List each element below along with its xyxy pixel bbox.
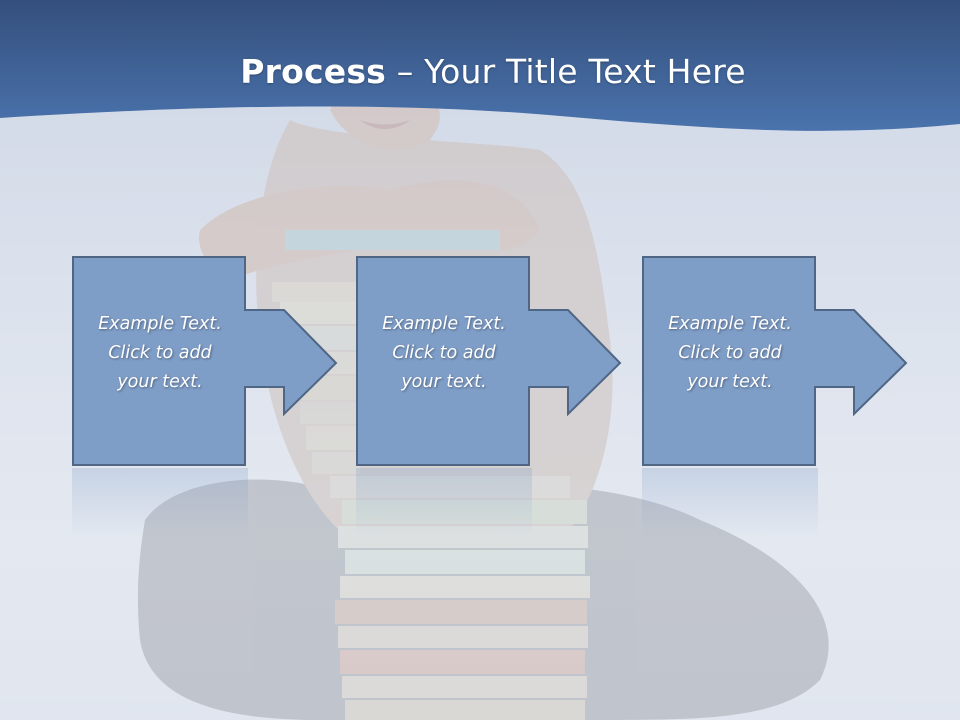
- step-3-reflection: [642, 468, 818, 538]
- step-2-reflection: [356, 468, 532, 538]
- step-line: your text.: [687, 372, 773, 392]
- title-bold-part: Process: [240, 52, 387, 91]
- step-line: Click to add: [392, 343, 496, 363]
- step-line: Example Text.: [98, 314, 222, 334]
- step-line: your text.: [401, 372, 487, 392]
- arrow-box-shape: [642, 256, 908, 466]
- step-line: Click to add: [678, 343, 782, 363]
- step-line: Click to add: [108, 343, 212, 363]
- step-1-reflection: [72, 468, 248, 538]
- process-step-3[interactable]: Example Text. Click to add your text.: [642, 256, 908, 466]
- step-line: Example Text.: [382, 314, 506, 334]
- step-line: Example Text.: [668, 314, 792, 334]
- step-text: Example Text. Click to add your text.: [356, 310, 532, 397]
- process-step-2[interactable]: Example Text. Click to add your text.: [356, 256, 622, 466]
- arrow-box-shape: [72, 256, 338, 466]
- process-step-1[interactable]: Example Text. Click to add your text.: [72, 256, 338, 466]
- title-rest-part: – Your Title Text Here: [386, 52, 746, 91]
- header-band: [0, 0, 960, 131]
- step-line: your text.: [117, 372, 203, 392]
- step-text: Example Text. Click to add your text.: [72, 310, 248, 397]
- arrow-box-shape: [356, 256, 622, 466]
- step-text: Example Text. Click to add your text.: [642, 310, 818, 397]
- slide-title[interactable]: Process – Your Title Text Here: [0, 52, 960, 91]
